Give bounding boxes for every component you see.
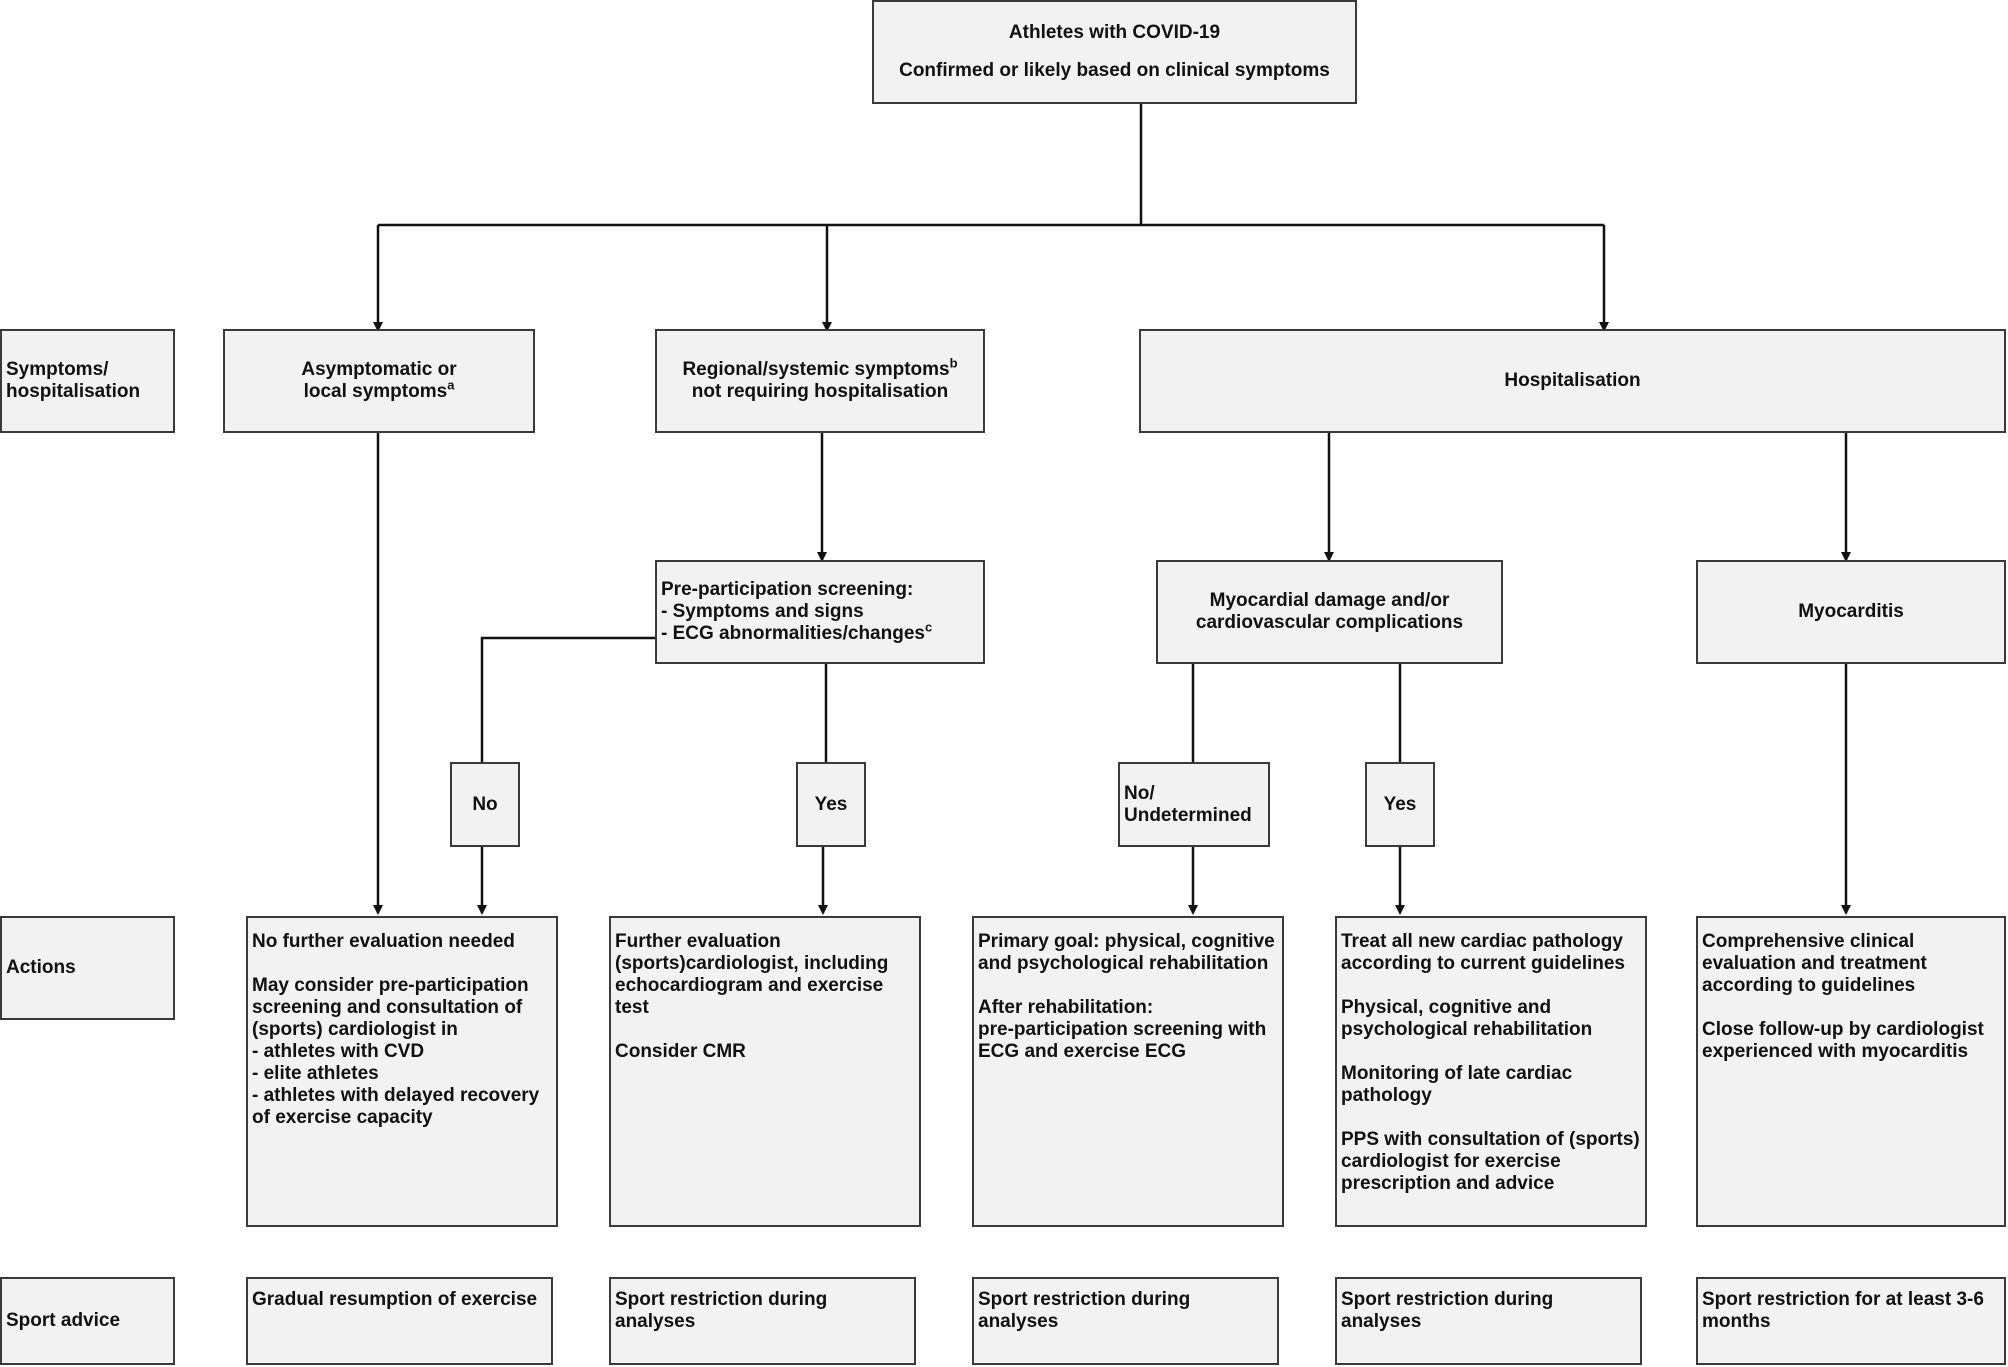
damage-no-line2: Undetermined (1124, 804, 1252, 826)
regional-line1: Regional/systemic symptoms (682, 359, 950, 380)
footnote-c: c (924, 619, 933, 635)
sport-advice-gradual: Gradual resumption of exercise (246, 1277, 553, 1365)
row-label-symptoms: Symptoms/ hospitalisation (0, 329, 175, 433)
myocarditis-box: Myocarditis (1696, 560, 2006, 664)
action-no-further-evaluation: No further evaluation needed May conside… (246, 916, 558, 1227)
screening-no-label: No (472, 793, 498, 815)
root-title: Athletes with COVID-19 (1008, 22, 1221, 43)
action-treat-line: PPS with consultation of (sports) (1341, 1129, 1640, 1150)
regional-symptoms-box: Regional/systemic symptomsb not requirin… (655, 329, 985, 433)
action-rehab-line: ECG and exercise ECG (978, 1041, 1187, 1062)
sport-advice-restriction-text: Sport restriction during analyses (978, 1289, 1191, 1332)
action-further-line: (sports)cardiologist, including (615, 953, 889, 974)
root-subtitle: Confirmed or likely based on clinical sy… (899, 60, 1330, 81)
action-myocarditis-line: evaluation and treatment (1702, 953, 1927, 974)
action-consider-cmr: Consider CMR (615, 1041, 746, 1062)
action-myocarditis-line: Close follow-up by cardiologist (1702, 1019, 1984, 1040)
action-further-evaluation: Further evaluation (sports)cardiologist,… (609, 916, 921, 1227)
action-further-line: echocardiogram and exercise test (615, 975, 884, 1018)
action-no-further-line: - elite athletes (252, 1063, 379, 1084)
action-myocarditis-line: Comprehensive clinical (1702, 931, 1915, 952)
action-myocarditis-care: Comprehensive clinical evaluation and tr… (1696, 916, 2006, 1227)
sport-advice-months-line: months (1702, 1311, 1771, 1332)
sport-advice-months-line: Sport restriction for at least 3-6 (1702, 1289, 1984, 1310)
root-box: Athletes with COVID-19 Confirmed or like… (872, 0, 1357, 104)
action-treat-pathology: Treat all new cardiac pathology accordin… (1335, 916, 1647, 1227)
row-label-sport-advice-text: Sport advice (6, 1310, 121, 1331)
action-treat-line: Monitoring of late cardiac (1341, 1063, 1573, 1084)
action-treat-line: Physical, cognitive and (1341, 997, 1552, 1018)
action-treat-line: cardiologist for exercise (1341, 1151, 1561, 1172)
myocarditis-text: Myocarditis (1798, 601, 1904, 622)
action-myocarditis-line: experienced with myocarditis (1702, 1041, 1969, 1062)
action-rehab-line: and psychological rehabilitation (978, 953, 1269, 974)
row-label-sport-advice: Sport advice (0, 1277, 175, 1365)
damage-no-line1: No/ (1124, 782, 1155, 804)
damage-yes-box: Yes (1365, 762, 1435, 847)
hospitalisation-text: Hospitalisation (1504, 370, 1641, 391)
action-rehab-line: After rehabilitation: (978, 997, 1154, 1018)
action-rehab-line: Primary goal: physical, cognitive (978, 931, 1275, 952)
action-treat-line: Treat all new cardiac pathology (1341, 931, 1623, 952)
sport-advice-restriction-3: Sport restriction during analyses (972, 1277, 1279, 1365)
action-no-further-line: May consider pre-participation (252, 975, 529, 996)
action-treat-line: psychological rehabilitation (1341, 1019, 1593, 1040)
screening-title: Pre-participation screening: (661, 579, 914, 600)
action-rehab-line: pre-participation screening with (978, 1019, 1267, 1040)
row-label-actions-text: Actions (6, 957, 76, 978)
screening-box: Pre-participation screening: - Symptoms … (655, 560, 985, 664)
sport-advice-restriction-text: Sport restriction during analyses (615, 1289, 828, 1332)
myocardial-damage-line2: cardiovascular complications (1195, 612, 1464, 633)
row-label-symptoms-line1: Symptoms/ (6, 359, 109, 380)
row-label-symptoms-line2: hospitalisation (6, 381, 141, 402)
action-no-further-p1: No further evaluation needed (252, 931, 515, 952)
action-no-further-line: - athletes with delayed recovery (252, 1085, 540, 1106)
myocardial-damage-box: Myocardial damage and/or cardiovascular … (1156, 560, 1503, 664)
action-rehabilitation: Primary goal: physical, cognitive and ps… (972, 916, 1284, 1227)
damage-no-box: No/ Undetermined (1118, 762, 1270, 847)
footnote-a: a (447, 377, 455, 393)
action-no-further-line: - athletes with CVD (252, 1041, 425, 1062)
screening-item-ecg: - ECG abnormalities/changes (661, 623, 925, 644)
screening-item-symptoms: - Symptoms and signs (661, 601, 864, 622)
asymptomatic-box: Asymptomatic or local symptomsa (223, 329, 535, 433)
action-no-further-line: of exercise capacity (252, 1107, 433, 1128)
action-treat-line: prescription and advice (1341, 1173, 1555, 1194)
myocardial-damage-line1: Myocardial damage and/or (1209, 590, 1450, 611)
action-no-further-line: screening and consultation of (252, 997, 523, 1018)
action-treat-line: according to current guidelines (1341, 953, 1625, 974)
sport-advice-restriction-months: Sport restriction for at least 3-6 month… (1696, 1277, 2006, 1365)
sport-advice-restriction-text: Sport restriction during analyses (1341, 1289, 1554, 1332)
action-further-line: Further evaluation (615, 931, 781, 952)
sport-advice-restriction-2: Sport restriction during analyses (609, 1277, 916, 1365)
asymptomatic-line2: local symptoms (303, 381, 448, 402)
screening-yes-label: Yes (814, 793, 848, 815)
regional-line2: not requiring hospitalisation (691, 381, 949, 402)
footnote-b: b (949, 355, 958, 371)
action-treat-line: pathology (1341, 1085, 1432, 1106)
damage-yes-label: Yes (1383, 793, 1417, 815)
sport-advice-restriction-4: Sport restriction during analyses (1335, 1277, 1642, 1365)
action-no-further-line: (sports) cardiologist in (252, 1019, 458, 1040)
action-myocarditis-line: according to guidelines (1702, 975, 1916, 996)
screening-no-box: No (450, 762, 520, 847)
hospitalisation-box: Hospitalisation (1139, 329, 2006, 433)
asymptomatic-line1: Asymptomatic or (301, 359, 457, 380)
screening-yes-box: Yes (796, 762, 866, 847)
sport-advice-gradual-text: Gradual resumption of exercise (252, 1289, 538, 1310)
row-label-actions: Actions (0, 916, 175, 1020)
screening-no-line (480, 636, 656, 762)
